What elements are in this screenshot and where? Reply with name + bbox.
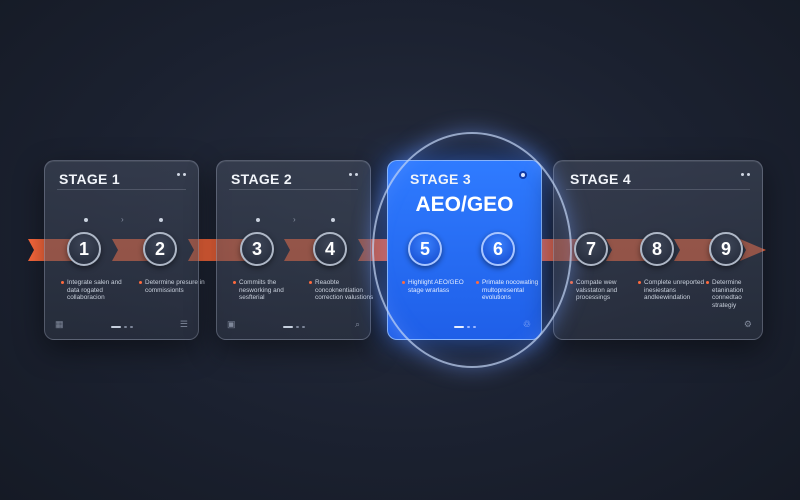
step-circle-9[interactable]: 9 [709,232,743,266]
pager-indicator [110,326,133,328]
step-circle-3[interactable]: 3 [240,232,274,266]
divider [57,189,186,190]
step-circle-7[interactable]: 7 [574,232,608,266]
pager-indicator [453,326,476,328]
stage-description: Determine etanination connedtao strategi… [706,279,760,309]
chevron-right-icon: › [121,215,124,224]
stage-title: STAGE 2 [231,171,292,187]
stage-description: Reaobte concoknentiation correction valu… [309,279,377,302]
stage-description: Determine presure in commissionts [139,279,207,294]
stage-description: Integrate salen and data rogated collabo… [61,279,129,302]
stage-title: STAGE 1 [59,171,120,187]
progress-dot [84,218,88,222]
list-icon[interactable]: ☰ [179,319,188,329]
stage-subtitle: AEO/GEO [415,193,514,216]
progress-dot [331,218,335,222]
recycle-icon[interactable]: ♲ [522,319,531,329]
divider [566,189,750,190]
step-circle-2[interactable]: 2 [143,232,177,266]
stage-title: STAGE 3 [410,171,471,187]
divider [229,189,358,190]
settings-icon[interactable]: ⚙ [743,319,752,329]
stage-description: Primate nocowating multopresental evolut… [476,279,544,302]
stage-description: Highlight AEO/GEO stage wrarlass [402,279,470,294]
step-circle-5[interactable]: 5 [408,232,442,266]
stage-title: STAGE 4 [570,171,631,187]
image-icon[interactable]: ▣ [227,319,236,329]
chevron-right-icon: › [293,215,296,224]
pager-indicator [282,326,305,328]
more-options-icon[interactable] [349,173,358,176]
grid-icon[interactable]: ▦ [55,319,64,329]
step-circle-1[interactable]: 1 [67,232,101,266]
stage-description: Compate wew valsstaton and processings [570,279,638,302]
more-options-icon[interactable] [741,173,750,176]
active-indicator-icon [519,171,527,179]
step-circle-4[interactable]: 4 [313,232,347,266]
search-icon[interactable]: ⌕ [354,319,360,329]
progress-dot [159,218,163,222]
progress-dot [256,218,260,222]
step-circle-6[interactable]: 6 [481,232,515,266]
stage-description: Commiits the nesworking and sesfterial [233,279,301,302]
more-options-icon[interactable] [177,173,186,176]
stage-description: Complete unreported inesiestans andleewi… [638,279,706,302]
step-circle-8[interactable]: 8 [640,232,674,266]
